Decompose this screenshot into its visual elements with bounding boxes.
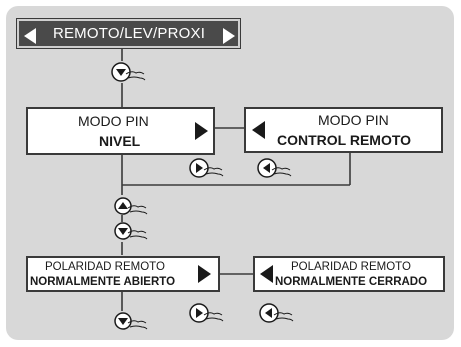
modo-pin-nivel-title: MODO PIN — [78, 113, 149, 129]
modo-pin-control-title: MODO PIN — [318, 112, 389, 128]
polaridad-abierto-value: NORMALMENTE ABIERTO — [30, 276, 176, 288]
polaridad-abierto-title: POLARIDAD REMOTO — [45, 261, 165, 273]
polaridad-abierto-box: POLARIDAD REMOTO NORMALMENTE ABIERTO — [26, 256, 220, 292]
next-right-arrow-icon — [198, 265, 211, 283]
prev-left-arrow-icon — [252, 121, 265, 139]
press-right-icon — [189, 303, 224, 323]
header-right-arrow-icon — [223, 28, 235, 44]
modo-pin-control-remoto-box: MODO PIN CONTROL REMOTO — [244, 107, 443, 153]
next-right-arrow-icon — [195, 122, 208, 140]
modo-pin-nivel-box: MODO PIN NIVEL — [26, 107, 215, 155]
polaridad-cerrado-title: POLARIDAD REMOTO — [291, 261, 411, 273]
press-down-icon — [114, 222, 148, 240]
polaridad-cerrado-box: POLARIDAD REMOTO NORMALMENTE CERRADO — [253, 256, 445, 292]
modo-pin-control-value: CONTROL REMOTO — [277, 132, 412, 148]
prev-left-arrow-icon — [260, 265, 273, 283]
press-down-icon — [111, 62, 146, 82]
press-right-icon — [189, 158, 224, 178]
header-left-arrow-icon — [24, 28, 36, 44]
press-up-icon — [114, 197, 148, 215]
press-left-icon — [259, 303, 294, 323]
press-down-icon — [114, 312, 148, 330]
header-label: REMOTO/LEV/PROXI — [52, 25, 206, 42]
header-remoto-lev-proxi: REMOTO/LEV/PROXI — [16, 18, 241, 49]
press-left-icon — [257, 158, 292, 178]
polaridad-cerrado-value: NORMALMENTE CERRADO — [275, 276, 428, 288]
modo-pin-nivel-value: NIVEL — [99, 133, 141, 149]
